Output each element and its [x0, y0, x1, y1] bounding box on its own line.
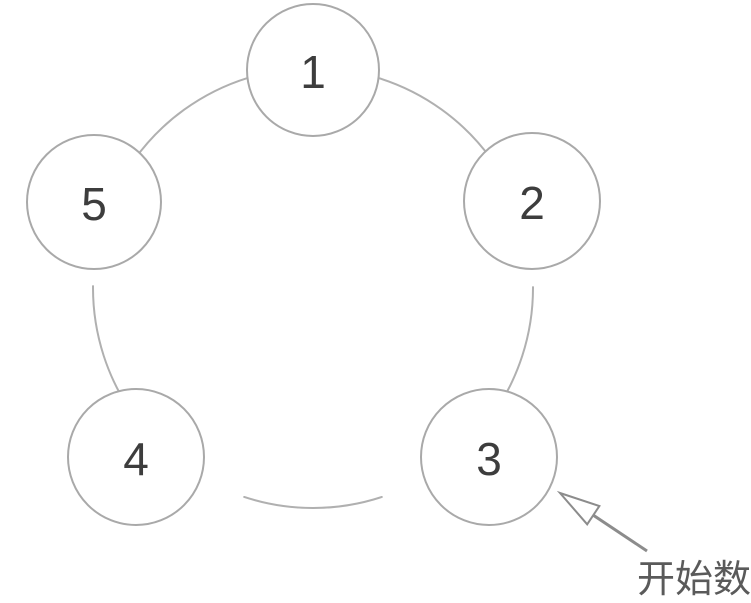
start-annotation: 开始数 — [556, 490, 751, 601]
node-circle-5[interactable] — [26, 134, 162, 270]
node-label-2: 2 — [519, 177, 545, 229]
node-5[interactable]: 5 — [26, 134, 162, 270]
node-label-1: 1 — [300, 46, 326, 98]
ring-edge — [132, 76, 249, 162]
node-label-4: 4 — [123, 433, 149, 485]
ring-edge — [377, 76, 493, 161]
node-circle-4[interactable] — [67, 388, 205, 526]
arrow-head-icon — [556, 490, 601, 526]
node-group: 1 2 3 4 5 — [26, 3, 601, 526]
node-3[interactable]: 3 — [420, 388, 558, 526]
start-number-label: 开始数 — [637, 559, 751, 601]
ring-edge — [243, 495, 383, 509]
node-1[interactable]: 1 — [246, 3, 380, 137]
node-label-5: 5 — [81, 178, 107, 230]
node-4[interactable]: 4 — [67, 388, 205, 526]
node-circle-1[interactable] — [246, 3, 380, 137]
node-circle-3[interactable] — [420, 388, 558, 526]
node-circle-2[interactable] — [463, 132, 601, 270]
node-2[interactable]: 2 — [463, 132, 601, 270]
node-label-3: 3 — [476, 433, 502, 485]
